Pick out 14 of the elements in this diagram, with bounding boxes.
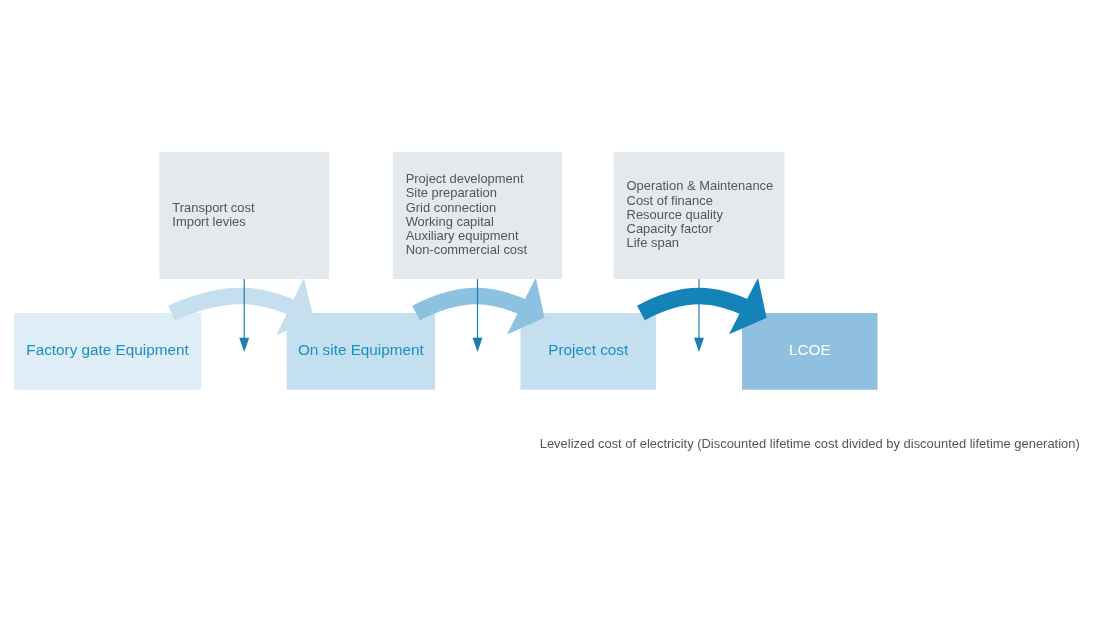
node-box: Project cost <box>520 313 656 390</box>
arrow <box>472 278 483 352</box>
node-box: On site Equipment <box>286 313 436 390</box>
arrow <box>694 278 704 352</box>
arrow <box>412 277 545 335</box>
node-box: Project development Site preparation Grid connection Working capital Auxiliary equipment Non-commercial cost <box>392 151 563 279</box>
arrow <box>168 277 314 336</box>
arrow <box>239 278 250 352</box>
node-box: Operation & Maintenance Cost of finance Resource quality Capacity factor Life span <box>613 151 785 279</box>
arrow <box>637 277 767 335</box>
node-label: Levelized cost of electricity (Discounted lifetime cost divided by discounted lifetime generation) <box>539 436 1080 452</box>
node-box: LCOE <box>742 313 878 390</box>
node-box: Factory gate Equipment <box>13 313 202 390</box>
node-box: Transport cost Import levies <box>159 151 330 279</box>
